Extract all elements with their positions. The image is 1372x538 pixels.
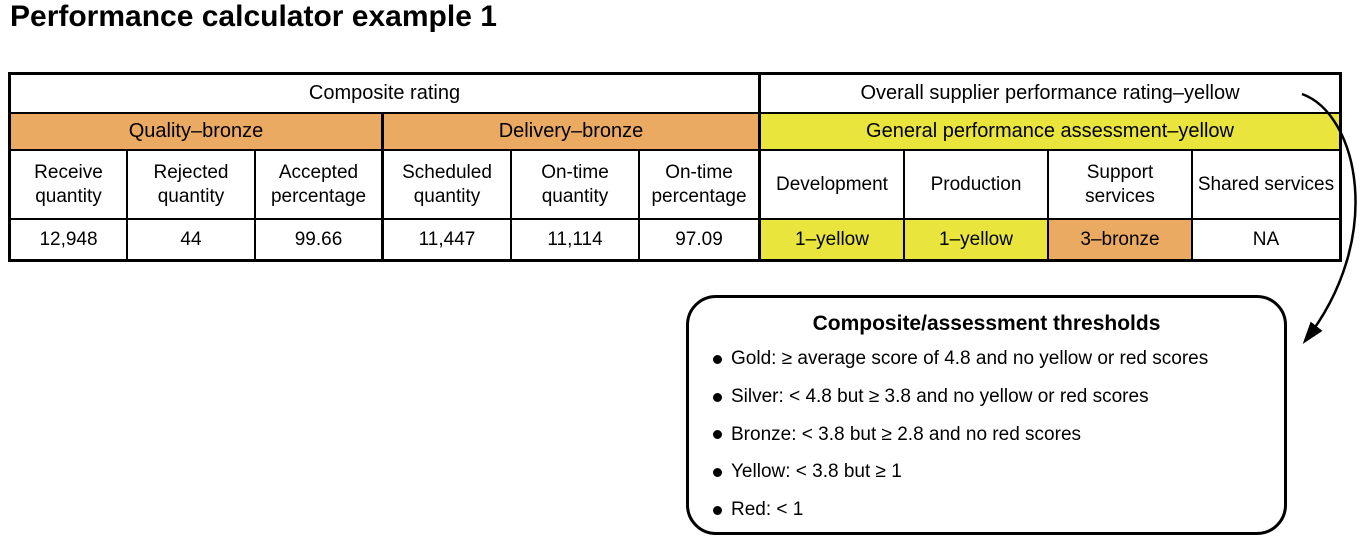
thresholds-box: Composite/assessment thresholds Gold: ≥ … <box>686 295 1287 535</box>
threshold-text: Gold: ≥ average score of 4.8 and no yell… <box>731 348 1209 369</box>
general-assessment-section-header: General performance assessment–yellow <box>761 114 1339 151</box>
column-header: Support services <box>1049 151 1193 220</box>
data-cell: 3–bronze <box>1049 220 1193 259</box>
column-header: Development <box>761 151 905 220</box>
data-cell: NA <box>1193 220 1339 259</box>
threshold-text: Red: < 1 <box>731 499 804 521</box>
data-cell: 12,948 <box>11 220 128 259</box>
performance-table: Composite rating Overall supplier perfor… <box>8 72 1342 262</box>
threshold-text: Yellow: < 3.8 but ≥ 1 <box>731 461 902 483</box>
bullet-icon <box>713 354 722 364</box>
column-header: On-time quantity <box>512 151 640 220</box>
column-header: Production <box>905 151 1049 220</box>
threshold-item: Gold: ≥ average score of 4.8 and no yell… <box>713 348 1270 371</box>
delivery-section-header: Delivery–bronze <box>384 114 761 151</box>
data-cell: 1–yellow <box>761 220 905 259</box>
bullet-icon <box>713 468 722 478</box>
threshold-item: Yellow: < 3.8 but ≥ 1 <box>713 461 1270 484</box>
threshold-item: Silver: < 4.8 but ≥ 3.8 and no yellow or… <box>713 386 1270 409</box>
column-header: Rejected quantity <box>128 151 256 220</box>
data-cell: 44 <box>128 220 256 259</box>
column-header: Shared services <box>1193 151 1339 220</box>
data-cell: 11,114 <box>512 220 640 259</box>
data-cell: 97.09 <box>640 220 761 259</box>
composite-rating-header: Composite rating <box>11 75 761 114</box>
bullet-icon <box>713 506 722 516</box>
threshold-text: Bronze: < 3.8 but ≥ 2.8 and no red score… <box>731 423 1082 445</box>
threshold-item: Red: < 1 <box>713 499 1270 522</box>
column-header: Receive quantity <box>11 151 128 220</box>
data-cell: 1–yellow <box>905 220 1049 259</box>
data-cell: 99.66 <box>256 220 384 259</box>
column-header: Accepted percentage <box>256 151 384 220</box>
overall-supplier-rating-header: Overall supplier performance rating–yell… <box>761 75 1339 114</box>
data-cell: 11,447 <box>384 220 512 259</box>
column-header: Scheduled quantity <box>384 151 512 220</box>
thresholds-title: Composite/assessment thresholds <box>812 312 1161 335</box>
threshold-text: Silver: < 4.8 but ≥ 3.8 and no yellow or… <box>731 385 1149 407</box>
bullet-icon <box>713 392 722 402</box>
bullet-icon <box>713 430 722 440</box>
threshold-item: Bronze: < 3.8 but ≥ 2.8 and no red score… <box>713 424 1270 447</box>
page-title: Performance calculator example 1 <box>10 0 497 33</box>
thresholds-list: Gold: ≥ average score of 4.8 and no yell… <box>689 348 1284 522</box>
column-header: On-time percentage <box>640 151 761 220</box>
quality-section-header: Quality–bronze <box>11 114 384 151</box>
